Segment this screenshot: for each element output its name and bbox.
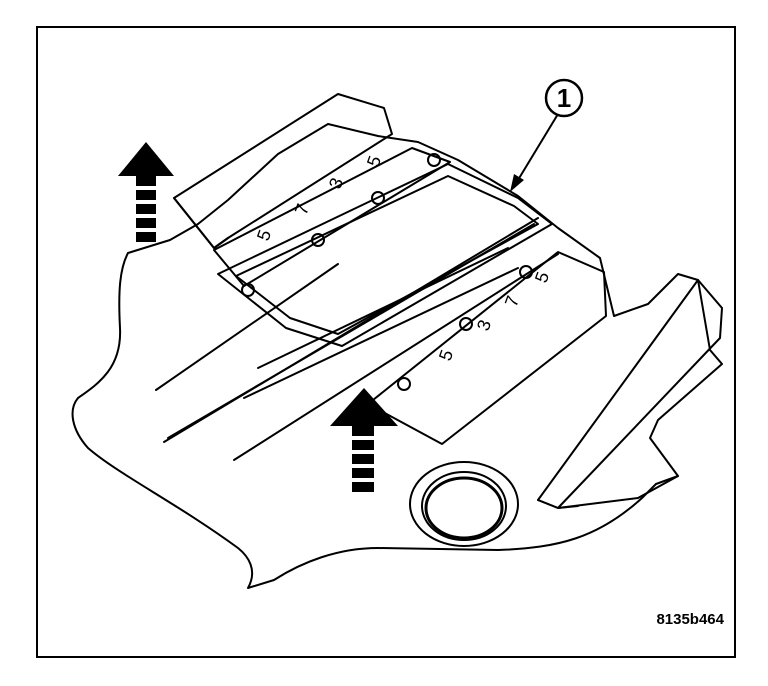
- lift-arrow-icon: [118, 142, 174, 242]
- left-rail-plate: [213, 147, 451, 287]
- oil-filler-ring: [409, 461, 519, 547]
- left-rail-markings: 5 3 7 5: [253, 153, 385, 243]
- svg-text:5: 5: [435, 347, 457, 363]
- cover-body-outline: [71, 123, 723, 589]
- callout-leader: [517, 113, 559, 181]
- svg-text:5: 5: [253, 227, 275, 243]
- engine-cover-illustration: 1 5 3 7 5 5 7 3 5: [71, 78, 723, 589]
- svg-text:5: 5: [363, 153, 385, 169]
- svg-text:5: 5: [531, 269, 553, 285]
- right-rail-markings: 5 7 3 5: [435, 269, 553, 363]
- right-rail-plate: [367, 251, 607, 445]
- lift-arrow-icon: [330, 388, 398, 492]
- svg-text:7: 7: [501, 293, 523, 309]
- svg-text:3: 3: [473, 317, 495, 333]
- figure-id-label: 8135b464: [656, 611, 724, 628]
- left-flap: [173, 93, 393, 249]
- center-plate: [217, 163, 553, 347]
- callout-label: 1: [557, 83, 571, 113]
- figure-frame: 1 5 3 7 5 5 7 3 5: [36, 26, 736, 658]
- right-flap: [537, 279, 723, 509]
- callout-1: 1: [544, 78, 584, 118]
- svg-text:3: 3: [325, 175, 347, 191]
- callout-arrowhead: [510, 174, 524, 192]
